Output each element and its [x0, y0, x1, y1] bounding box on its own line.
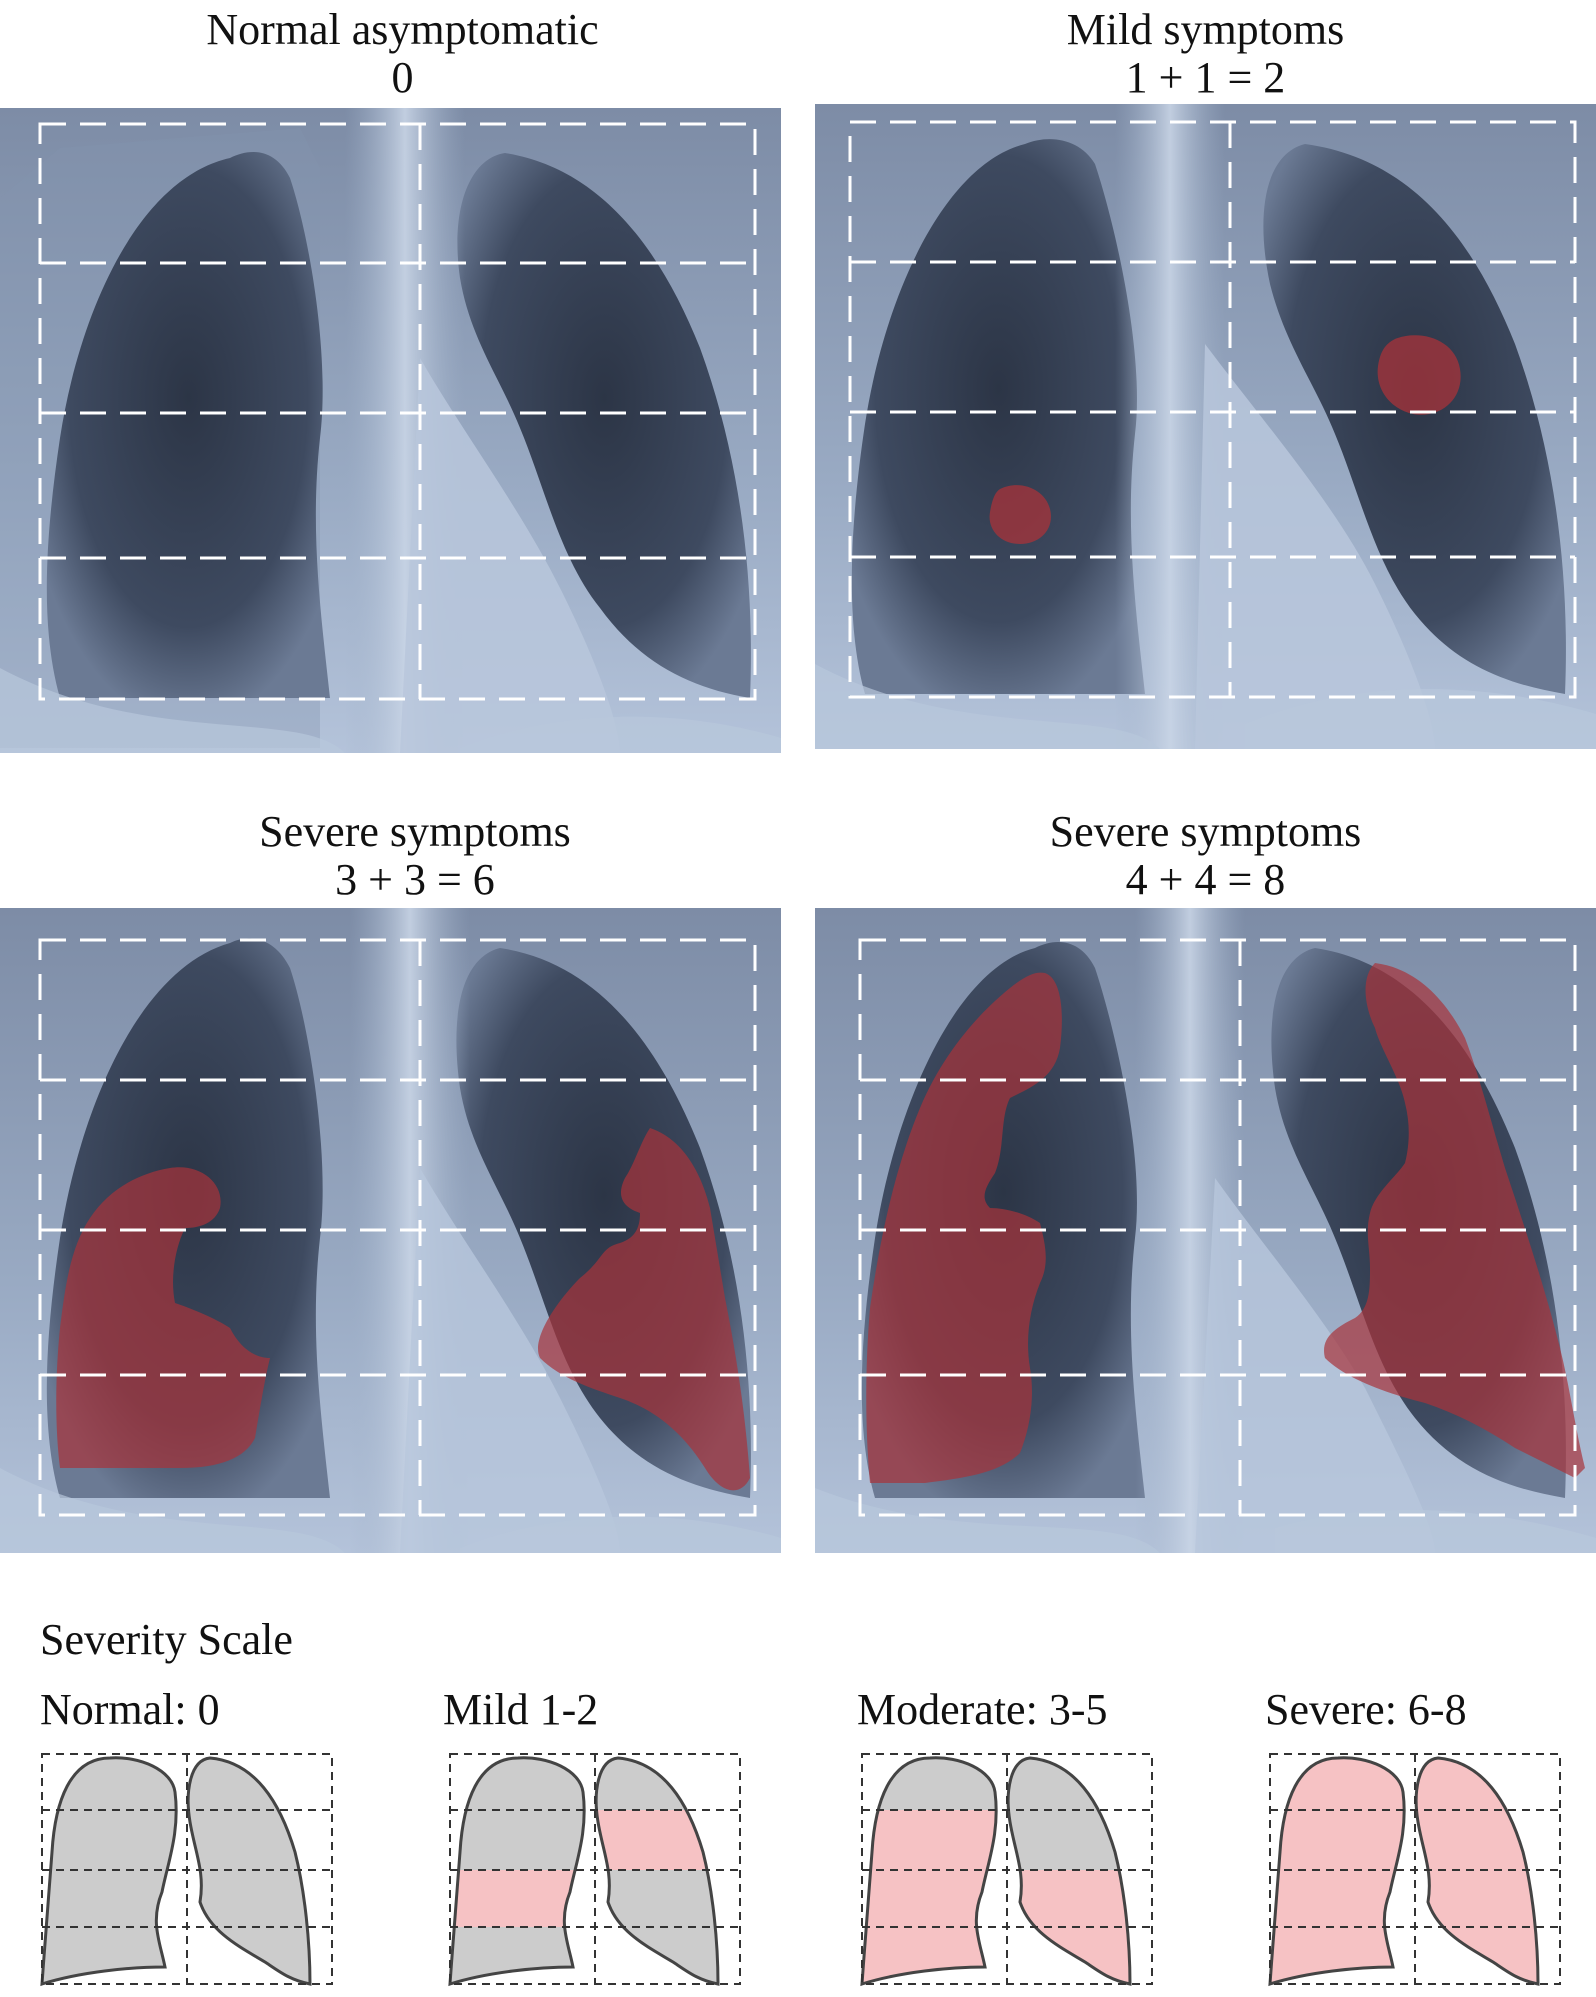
panel-4-score: 4 + 4 = 8	[1125, 855, 1286, 904]
panel-3-title: Severe symptoms 3 + 3 = 6	[0, 808, 830, 904]
severity-scale-heading: Severity Scale	[40, 1615, 293, 1664]
xray-panel-severe-8	[815, 908, 1596, 1553]
lesion-right	[989, 485, 1051, 544]
right-lung	[46, 152, 330, 699]
panel-1-score: 0	[391, 53, 414, 102]
lesion-left	[1377, 335, 1461, 415]
scale-label-moderate: Moderate: 3-5	[857, 1685, 1108, 1734]
scale-label-normal: Normal: 0	[40, 1685, 220, 1734]
xray-panel-mild	[815, 104, 1596, 749]
scale-diagram-normal	[40, 1753, 333, 1987]
panel-1-title: Normal asymptomatic 0	[0, 6, 805, 102]
panel-4-title-text: Severe symptoms	[1049, 807, 1362, 856]
panel-3-title-text: Severe symptoms	[259, 807, 571, 856]
xray-panel-severe-6	[0, 908, 781, 1553]
lesion-left	[1324, 963, 1585, 1478]
panel-2-title-text: Mild symptoms	[1066, 5, 1345, 54]
right-lung	[851, 139, 1145, 694]
panel-4-title: Severe symptoms 4 + 4 = 8	[815, 808, 1596, 904]
scale-diagram-moderate	[860, 1753, 1153, 1987]
panel-3-score: 3 + 3 = 6	[335, 855, 495, 904]
lesion-right	[866, 972, 1062, 1483]
scale-diagram-mild	[448, 1753, 741, 1987]
scale-diagram-severe	[1268, 1753, 1561, 1987]
scale-label-mild: Mild 1-2	[443, 1685, 599, 1734]
xray-panel-normal	[0, 108, 781, 753]
left-lung	[457, 153, 751, 698]
panel-2-title: Mild symptoms 1 + 1 = 2	[815, 6, 1596, 102]
panel-2-score: 1 + 1 = 2	[1125, 53, 1286, 102]
scale-label-severe: Severe: 6-8	[1265, 1685, 1467, 1734]
lesion-right	[56, 1167, 270, 1468]
lesion-left	[538, 1128, 750, 1491]
panel-1-title-text: Normal asymptomatic	[206, 5, 599, 54]
